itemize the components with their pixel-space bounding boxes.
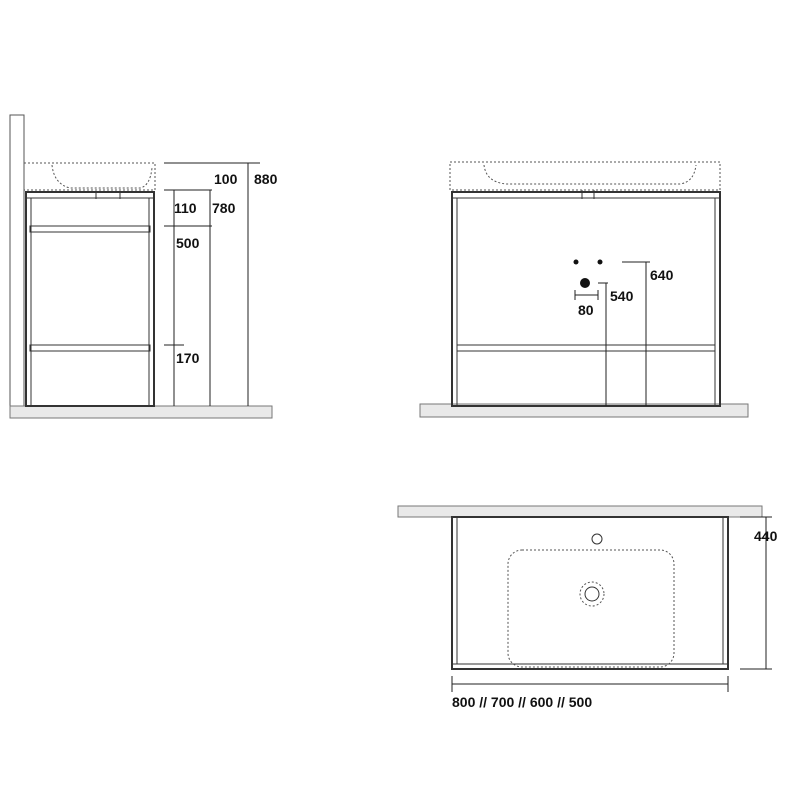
side-cabinet-frame (25, 191, 155, 407)
dim-100: 100 (214, 171, 238, 187)
dim-widths: 800 // 700 // 600 // 500 (452, 694, 592, 710)
side-drawer-rail (29, 225, 151, 233)
dim-80: 80 (578, 302, 594, 318)
front-basin-outline (449, 161, 721, 191)
drain-outlet (580, 278, 590, 288)
side-lower-rail (29, 344, 151, 352)
top-cabinet-frame (451, 516, 729, 670)
front-cabinet-frame (451, 191, 721, 407)
dim-110: 110 (174, 200, 197, 216)
tap-hole (591, 533, 603, 545)
dim-500: 500 (176, 235, 200, 251)
dim-540: 540 (610, 288, 634, 304)
dim-170: 170 (176, 350, 200, 366)
top-view: 440 800 // 700 // 600 // 500 (397, 505, 778, 710)
front-basin-bowl (483, 164, 697, 185)
front-floor (419, 403, 749, 418)
dim-440: 440 (754, 528, 778, 544)
side-wall (9, 114, 25, 408)
side-floor (9, 405, 273, 419)
dim-780: 780 (212, 200, 236, 216)
top-wall (397, 505, 763, 518)
front-lower-rail (456, 344, 716, 352)
side-basin-bowl (51, 164, 153, 189)
dim-640: 640 (650, 267, 674, 283)
wall-fixing-point (573, 259, 579, 265)
side-view: 100 880 110 780 500 170 (9, 114, 278, 419)
front-view: 640 540 80 (419, 161, 749, 418)
drain-outer (579, 581, 605, 607)
top-basin-bowl (507, 549, 675, 668)
drain-inner (584, 586, 600, 602)
side-basin-outline (23, 162, 156, 191)
dim-880: 880 (254, 171, 278, 187)
wall-fixing-point (597, 259, 603, 265)
